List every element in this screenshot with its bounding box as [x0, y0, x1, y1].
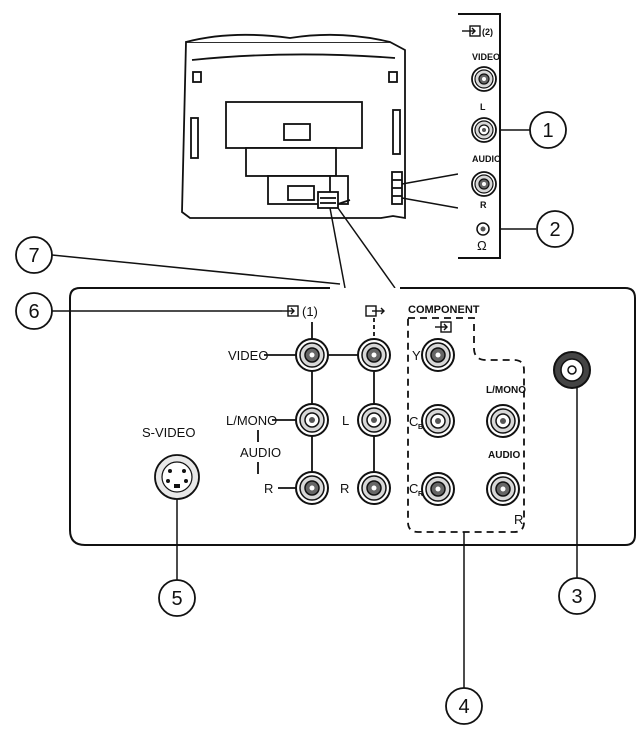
component-y-label: Y: [412, 348, 421, 363]
callout-2: 2: [500, 210, 574, 248]
callout-7-number: 7: [28, 245, 39, 267]
callout-6: 6: [15, 292, 282, 330]
headphone-symbol: Ω: [477, 238, 487, 253]
side-input-panel: (2) VIDEO L AUDIO R Ω: [458, 13, 501, 259]
callout-1-number: 1: [542, 120, 553, 142]
input1-label: (1): [302, 304, 318, 319]
input1-lmono-label: L/MONO: [226, 413, 277, 428]
callout-7: 7: [15, 236, 341, 285]
antenna-jack-icon[interactable]: [553, 351, 591, 389]
output-audio-r-jack[interactable]: [357, 471, 391, 505]
component-cb-subscript: B: [418, 424, 423, 431]
callout-3: 3: [558, 388, 596, 615]
side-video-jack[interactable]: [471, 66, 497, 92]
component-dashed-frame: [407, 317, 525, 533]
component-audio-l-jack[interactable]: [486, 404, 520, 438]
input1-audio-r-jack[interactable]: [295, 471, 329, 505]
tv-rear-view: [181, 33, 406, 220]
callout-5-number: 5: [171, 588, 182, 610]
callout-4-number: 4: [458, 696, 469, 718]
side-r-label: R: [480, 200, 487, 210]
component-audio-label: AUDIO: [488, 450, 520, 461]
input1-audio-label: AUDIO: [240, 445, 281, 460]
input1-video-label: VIDEO: [228, 348, 268, 363]
svideo-jack[interactable]: [154, 454, 200, 500]
output-arrow-icon: [365, 305, 385, 317]
input-arrow-icon: [435, 321, 452, 333]
svideo-label: S-VIDEO: [142, 425, 195, 440]
callout-1: 1: [500, 111, 567, 149]
input1-audio-l-jack[interactable]: [295, 403, 329, 437]
main-panel-leader: [329, 207, 396, 289]
output-audio-l-jack[interactable]: [357, 403, 391, 437]
side-audio-label: AUDIO: [472, 154, 501, 164]
side-panel-leader: [401, 173, 459, 209]
side-audio-l-jack[interactable]: [471, 117, 497, 143]
input-arrow-icon: [462, 25, 481, 37]
callout-3-number: 3: [571, 586, 582, 608]
output-video-jack[interactable]: [357, 338, 391, 372]
component-cb-label: C: [409, 414, 418, 429]
component-audio-r-jack[interactable]: [486, 472, 520, 506]
input1-r-label: R: [264, 481, 273, 496]
component-cr-jack[interactable]: [421, 472, 455, 506]
callout-5: 5: [158, 499, 196, 617]
input1-video-jack[interactable]: [295, 338, 329, 372]
component-cb-jack[interactable]: [421, 404, 455, 438]
component-cr-label: C: [409, 481, 418, 496]
component-r-label: R: [514, 512, 523, 527]
output-l-label: L: [342, 413, 349, 428]
side-l-label: L: [480, 102, 486, 112]
callout-4: 4: [445, 532, 483, 725]
component-lmono-label: L/MONO: [486, 385, 526, 396]
component-label: COMPONENT: [408, 304, 480, 316]
callout-6-number: 6: [28, 301, 39, 323]
side-audio-r-jack[interactable]: [471, 171, 497, 197]
side-input-label: (2): [482, 27, 493, 37]
input-arrow-icon: [282, 305, 299, 317]
callout-2-number: 2: [549, 219, 560, 241]
output-r-label: R: [340, 481, 349, 496]
component-y-jack[interactable]: [421, 338, 455, 372]
side-video-label: VIDEO: [472, 52, 500, 62]
component-cr-subscript: R: [418, 491, 423, 498]
rear-terminal-panel: [69, 287, 636, 546]
headphone-jack[interactable]: [476, 222, 490, 236]
